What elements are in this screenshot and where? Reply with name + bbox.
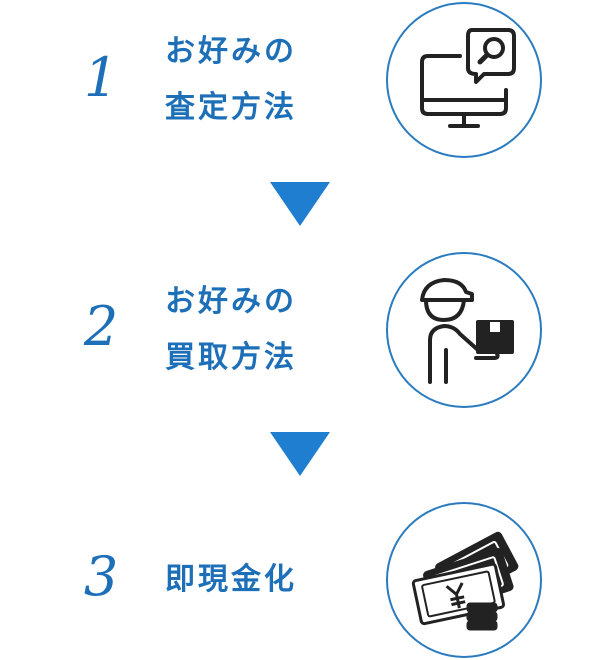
step-number: 2 [83, 295, 119, 358]
step-label: お好みの 査定方法 [165, 24, 365, 136]
step-label-line: 買取方法 [165, 340, 297, 375]
icon-circle [386, 252, 542, 408]
cash-icon [411, 531, 519, 631]
computer-search-icon [420, 28, 516, 128]
step-label: お好みの 買取方法 [165, 274, 365, 386]
step-number: 1 [83, 46, 119, 109]
step-3: 3 即現金化 [0, 500, 600, 660]
step-label-line: 即現金化 [165, 562, 297, 597]
icon-circle [386, 2, 542, 158]
arrow-down-icon [270, 182, 330, 226]
step-number: 3 [83, 545, 119, 608]
delivery-person-icon [420, 278, 514, 384]
step-label-line: お好みの [165, 34, 297, 69]
step-2: 2 お好みの 買取方法 [0, 250, 600, 410]
arrow-down-icon [270, 432, 330, 476]
step-label-line: お好みの [165, 284, 297, 319]
icon-circle [386, 502, 542, 658]
step-label-line: 査定方法 [165, 90, 297, 125]
step-1: 1 お好みの 査定方法 [0, 0, 600, 160]
step-label: 即現金化 [165, 552, 365, 608]
